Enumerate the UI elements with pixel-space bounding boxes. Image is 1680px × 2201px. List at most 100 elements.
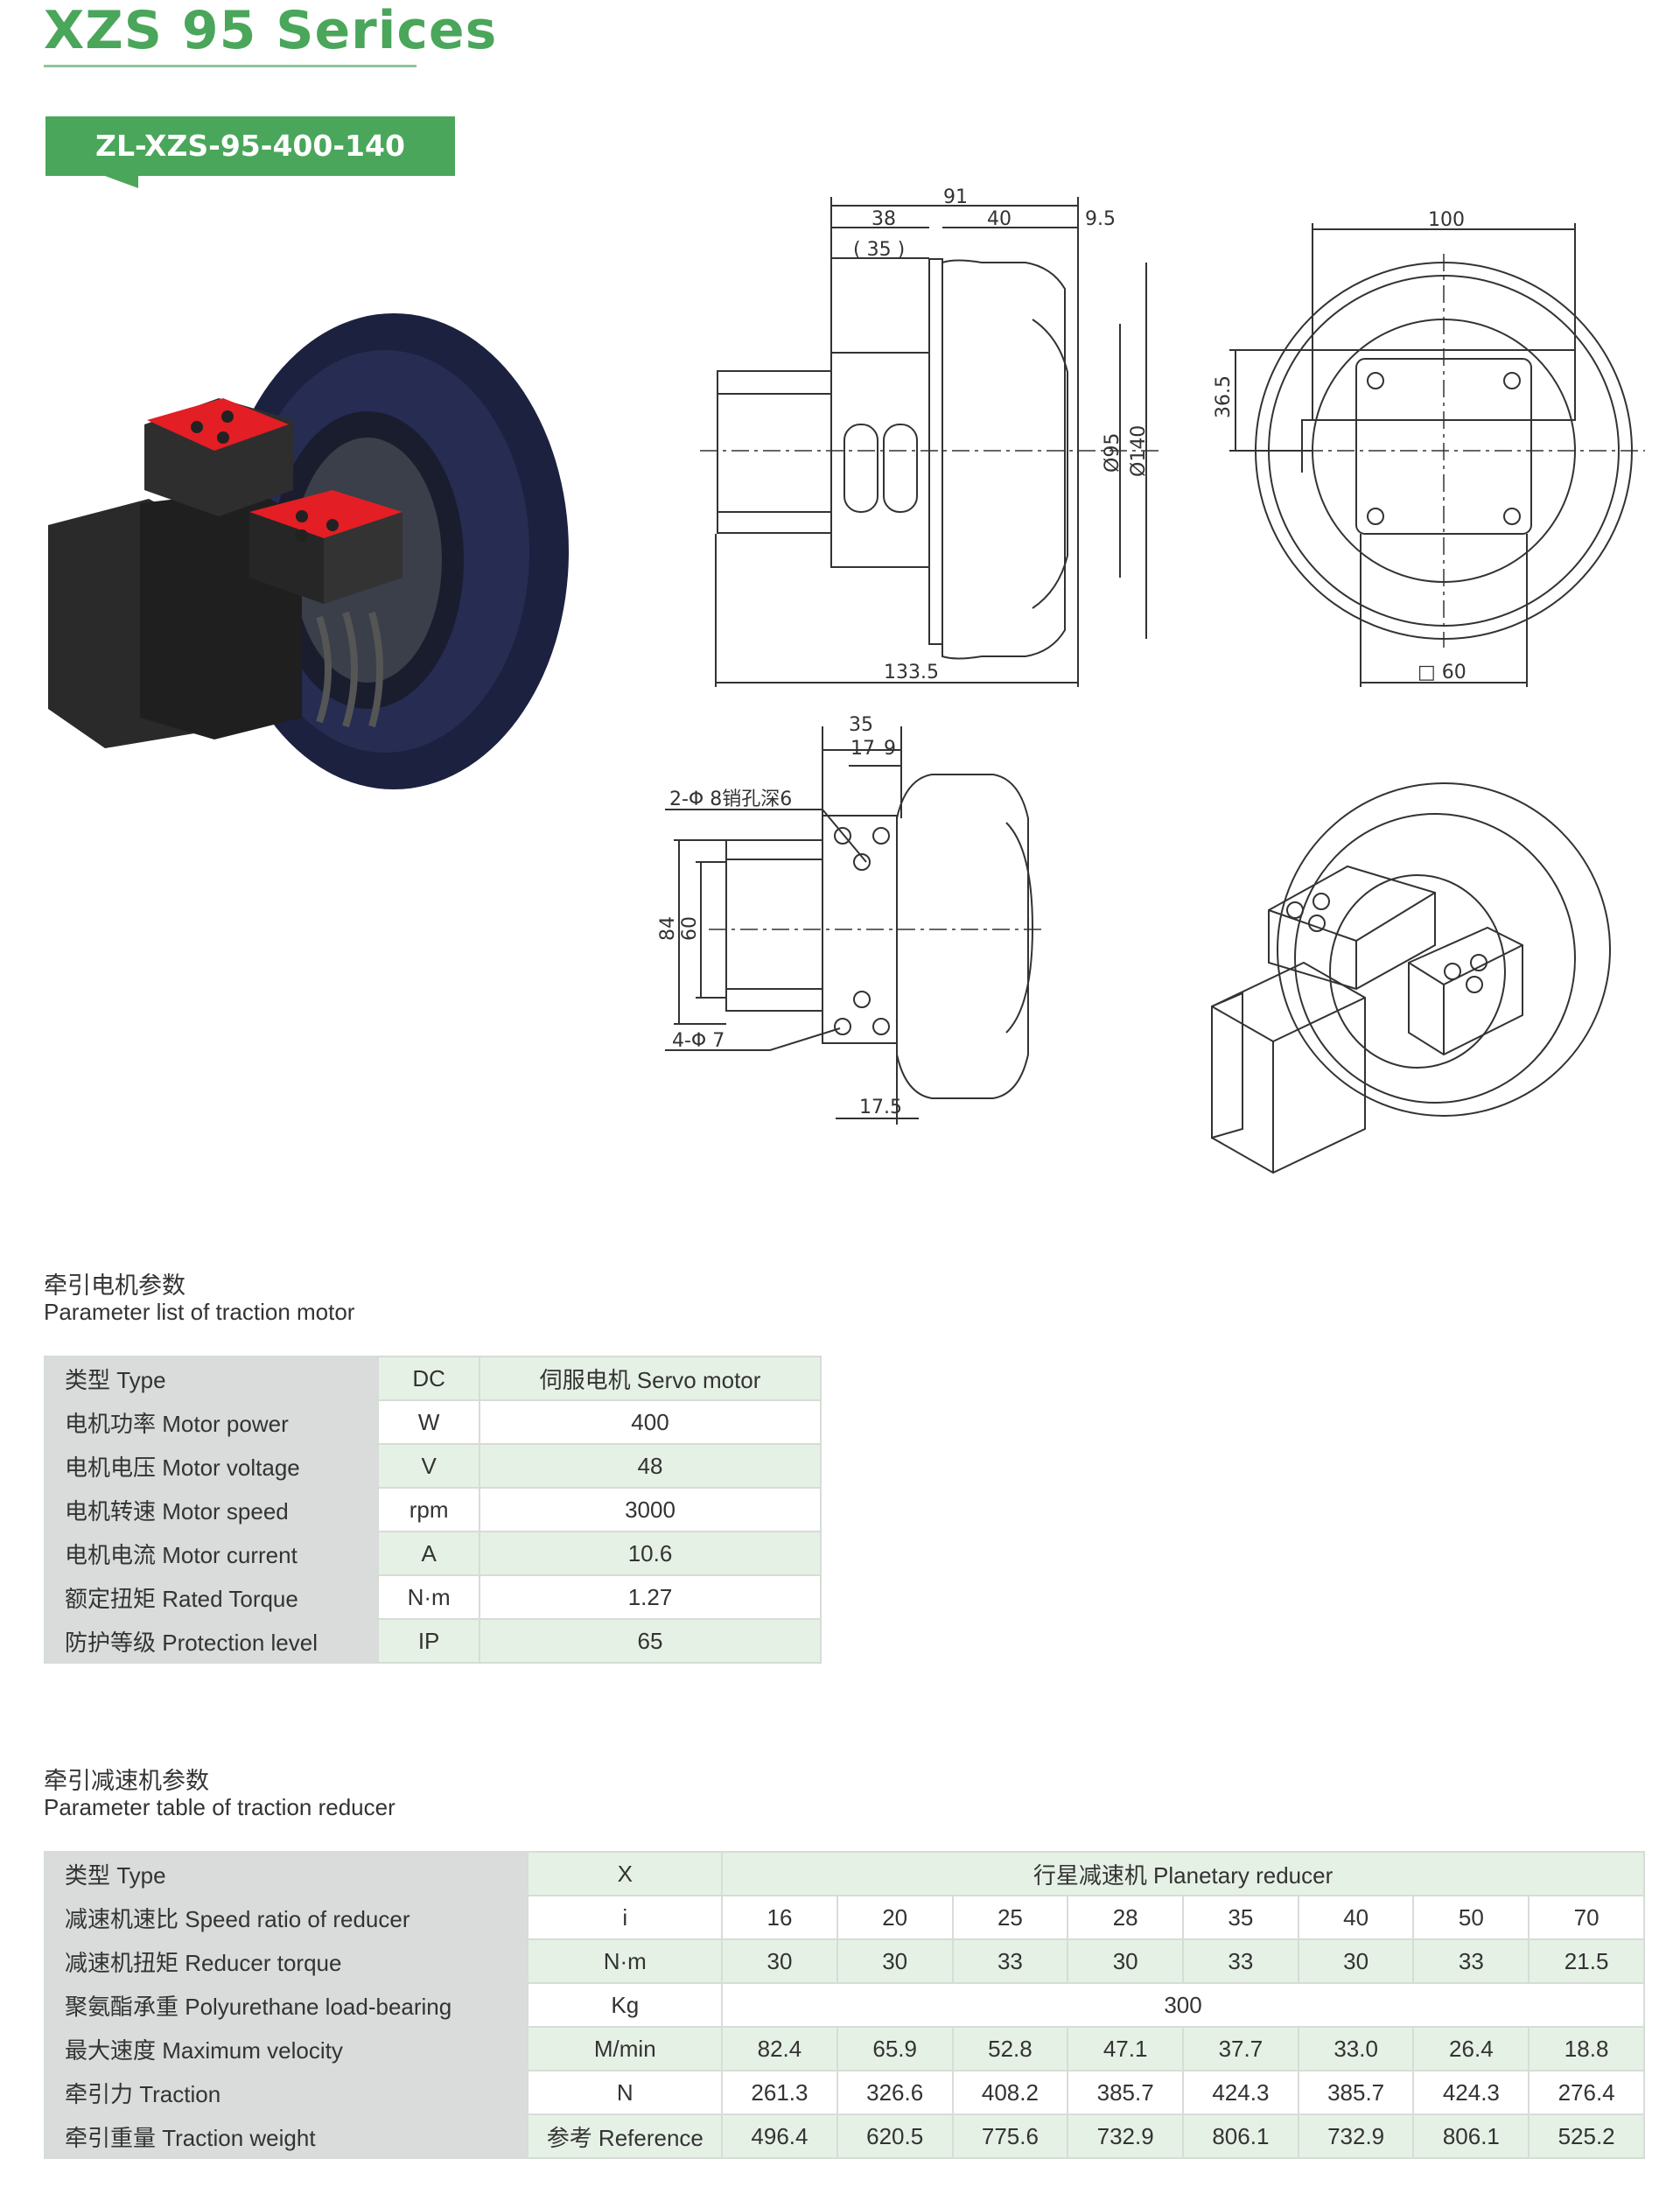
reducer-parameter-table: 类型 Type X 行星减速机 Planetary reducer 减速机速比 …: [43, 1851, 1645, 2159]
dim-36-5: 36.5: [1213, 375, 1235, 418]
dim-35-ref: ( 35 ): [853, 239, 905, 261]
row-label: 类型 Type: [43, 1356, 380, 1401]
table-cell: 26.4: [1412, 2026, 1530, 2071]
dim-133-5: 133.5: [884, 662, 939, 683]
top-view-drawing: [665, 726, 1041, 1125]
table-row: 牵引重量 Traction weight 参考 Reference 496.4 …: [43, 2113, 1645, 2159]
table-cell: 385.7: [1067, 2070, 1185, 2115]
row-unit: Kg: [527, 1982, 724, 2028]
page-title: XZS 95 Serices: [44, 0, 498, 61]
row-unit: N·m: [377, 1574, 480, 1620]
table-row: 类型 Type DC 伺服电机 Servo motor: [43, 1356, 822, 1401]
table-row: 电机转速 Motor speed rpm 3000: [43, 1487, 822, 1532]
dim-84: 84: [657, 916, 679, 941]
table-cell: 18.8: [1528, 2026, 1645, 2071]
row-unit: W: [377, 1399, 480, 1445]
table-row: 减速机扭矩 Reducer torque N·m 30 30 33 30 33 …: [43, 1938, 1645, 1984]
row-unit: i: [527, 1895, 724, 1940]
dim-dia-140: Ø140: [1128, 425, 1150, 477]
row-value: 400: [479, 1399, 822, 1445]
table-cell: 732.9: [1297, 2113, 1415, 2159]
table-cell: 261.3: [721, 2070, 838, 2115]
row-unit: V: [377, 1443, 480, 1489]
table-cell: 70: [1528, 1895, 1645, 1940]
row-label: 牵引力 Traction: [43, 2070, 529, 2115]
table-cell: 30: [836, 1938, 954, 1984]
dim-dia-95: Ø95: [1102, 433, 1124, 473]
row-unit: A: [377, 1531, 480, 1576]
dim-100: 100: [1428, 209, 1465, 231]
row-value: 300: [721, 1982, 1645, 2028]
table-cell: 21.5: [1528, 1938, 1645, 1984]
table-row: 类型 Type X 行星减速机 Planetary reducer: [43, 1851, 1645, 1896]
model-tag: ZL-XZS-95-400-140: [46, 116, 455, 176]
dim-91: 91: [943, 186, 968, 208]
table-cell: 806.1: [1182, 2113, 1299, 2159]
table-cell: 33.0: [1297, 2026, 1415, 2071]
table-cell: 25: [951, 1895, 1069, 1940]
table-row: 牵引力 Traction N 261.3 326.6 408.2 385.7 4…: [43, 2070, 1645, 2115]
table-row: 电机功率 Motor power W 400: [43, 1399, 822, 1445]
table-cell: 806.1: [1412, 2113, 1530, 2159]
row-label: 聚氨酯承重 Polyurethane load-bearing: [43, 1982, 529, 2028]
table-cell: 35: [1182, 1895, 1299, 1940]
row-value: 行星减速机 Planetary reducer: [721, 1851, 1645, 1896]
front-view-drawing: [1229, 223, 1645, 687]
side-view-labels: 91 38 40 9.5 ( 35 ) 133.5 Ø95 Ø140: [853, 186, 1150, 683]
product-drawings: 91 38 40 9.5 ( 35 ) 133.5 Ø95 Ø140 100 3…: [48, 186, 1645, 1174]
isometric-drawing: [1211, 782, 1611, 1174]
side-view-drawing: [700, 197, 1164, 687]
table-cell: 28: [1067, 1895, 1185, 1940]
table-cell: 33: [1182, 1938, 1299, 1984]
table-cell: 47.1: [1067, 2026, 1185, 2071]
dim-17-5: 17.5: [859, 1097, 902, 1118]
table-cell: 732.9: [1067, 2113, 1185, 2159]
table-cell: 30: [721, 1938, 838, 1984]
table-cell: 33: [1412, 1938, 1530, 1984]
mount-hole-note: 4-Φ 7: [672, 1030, 724, 1052]
row-value: 伺服电机 Servo motor: [479, 1356, 822, 1401]
row-unit: M/min: [527, 2026, 724, 2071]
table-row: 额定扭矩 Rated Torque N·m 1.27: [43, 1574, 822, 1620]
top-view-labels: 35 17 9 2-Φ 8销孔深6 4-Φ 7 84 60 17.5: [657, 714, 902, 1118]
motor-section-title-cn: 牵引电机参数: [44, 1272, 186, 1300]
table-row: 电机电压 Motor voltage V 48: [43, 1443, 822, 1489]
table-cell: 424.3: [1182, 2070, 1299, 2115]
table-cell: 30: [1067, 1938, 1185, 1984]
table-cell: 424.3: [1412, 2070, 1530, 2115]
row-value: 10.6: [479, 1531, 822, 1576]
table-cell: 326.6: [836, 2070, 954, 2115]
table-cell: 37.7: [1182, 2026, 1299, 2071]
row-value: 48: [479, 1443, 822, 1489]
model-tag-notch: [105, 176, 138, 188]
table-row: 防护等级 Protection level IP 65: [43, 1618, 822, 1664]
table-row: 减速机速比 Speed ratio of reducer i 16 20 25 …: [43, 1895, 1645, 1940]
title-underline: [44, 65, 416, 67]
table-row: 电机电流 Motor current A 10.6: [43, 1531, 822, 1576]
dim-square-60: □ 60: [1418, 662, 1466, 683]
table-cell: 52.8: [951, 2026, 1069, 2071]
pin-hole-note: 2-Φ 8销孔深6: [669, 789, 792, 810]
dim-38: 38: [872, 208, 896, 230]
row-label: 额定扭矩 Rated Torque: [43, 1574, 380, 1620]
table-cell: 620.5: [836, 2113, 954, 2159]
table-cell: 385.7: [1297, 2070, 1415, 2115]
table-cell: 408.2: [951, 2070, 1069, 2115]
dim-40: 40: [987, 208, 1012, 230]
product-render-image: [48, 313, 569, 789]
row-label: 电机电压 Motor voltage: [43, 1443, 380, 1489]
reducer-section-title-cn: 牵引减速机参数: [44, 1768, 209, 1795]
table-row: 聚氨酯承重 Polyurethane load-bearing Kg 300: [43, 1982, 1645, 2028]
table-cell: 20: [836, 1895, 954, 1940]
table-cell: 525.2: [1528, 2113, 1645, 2159]
row-label: 电机功率 Motor power: [43, 1399, 380, 1445]
row-label: 减速机速比 Speed ratio of reducer: [43, 1895, 529, 1940]
dim-9: 9: [884, 738, 896, 760]
row-label: 减速机扭矩 Reducer torque: [43, 1938, 529, 1984]
dim-35: 35: [849, 714, 873, 736]
dim-17: 17: [850, 738, 875, 760]
table-cell: 33: [951, 1938, 1069, 1984]
table-cell: 775.6: [951, 2113, 1069, 2159]
row-label: 电机电流 Motor current: [43, 1531, 380, 1576]
table-cell: 65.9: [836, 2026, 954, 2071]
